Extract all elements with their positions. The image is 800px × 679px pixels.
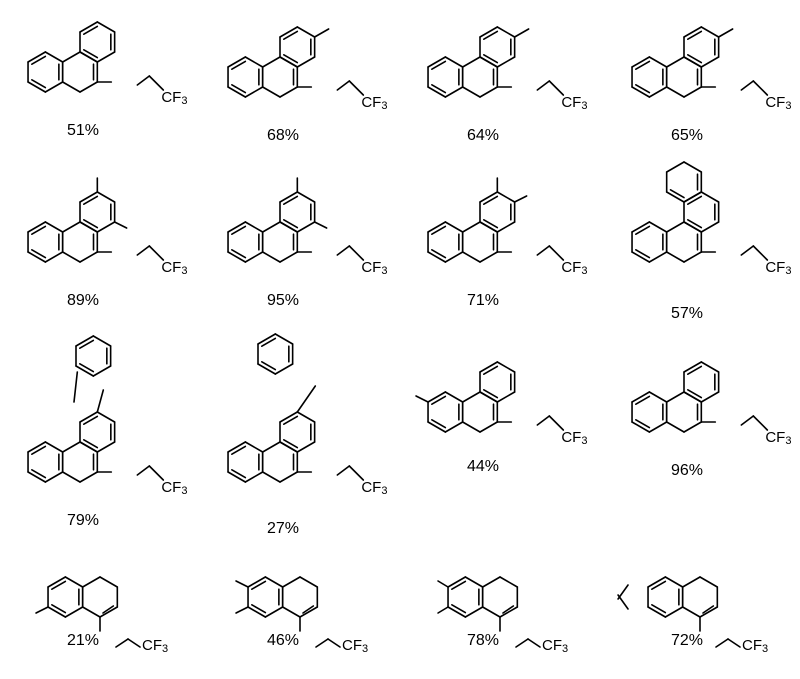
compound-structure: CF3 (631, 26, 791, 113)
yield-label: 27% (266, 520, 300, 537)
yield-label: 46% (266, 632, 300, 649)
yield-label: 89% (66, 292, 100, 309)
yield-label: 95% (266, 292, 300, 309)
compound-structure: CF3 (227, 333, 387, 498)
compound-structure: CF3 (631, 161, 791, 278)
compound-structure: CF3 (415, 361, 587, 448)
compound-structure: CF3 (235, 576, 368, 656)
cf3-label: CF3 (742, 637, 768, 656)
cf3-label: CF3 (561, 259, 587, 278)
compound-structure: CF3 (27, 21, 187, 108)
yield-label: 64% (466, 127, 500, 144)
yield-label: 78% (466, 632, 500, 649)
yield-label: 44% (466, 458, 500, 475)
compound-structure: CF3 (437, 576, 568, 656)
cf3-label: CF3 (542, 637, 568, 656)
compound-structure: CF3 (617, 576, 768, 656)
yield-label: 65% (670, 127, 704, 144)
cf3-label: CF3 (361, 259, 387, 278)
cf3-label: CF3 (361, 94, 387, 113)
compound-structure: CF3 (27, 335, 187, 498)
cf3-label: CF3 (161, 479, 187, 498)
cf3-label: CF3 (161, 89, 187, 108)
compound-structure: CF3 (631, 361, 791, 448)
cf3-label: CF3 (765, 94, 791, 113)
cf3-label: CF3 (765, 259, 791, 278)
cf3-label: CF3 (561, 94, 587, 113)
cf3-label: CF3 (342, 637, 368, 656)
cf3-label: CF3 (161, 259, 187, 278)
yield-label: 96% (670, 462, 704, 479)
compound-structure: CF3 (27, 177, 187, 278)
compound-structure: CF3 (427, 26, 587, 113)
yield-label: 79% (66, 512, 100, 529)
compound-structure: CF3 (227, 177, 387, 278)
cf3-label: CF3 (361, 479, 387, 498)
yield-label: 71% (466, 292, 500, 309)
yield-label: 57% (670, 305, 704, 322)
cf3-label: CF3 (561, 429, 587, 448)
yield-label: 72% (670, 632, 704, 649)
cf3-label: CF3 (765, 429, 791, 448)
cf3-label: CF3 (142, 637, 168, 656)
yield-label: 51% (66, 122, 100, 139)
yield-label: 21% (66, 632, 100, 649)
compound-structure: CF3 (227, 26, 387, 113)
compound-structure: CF3 (427, 177, 587, 278)
yield-label: 68% (266, 127, 300, 144)
compound-structure: CF3 (35, 576, 168, 656)
